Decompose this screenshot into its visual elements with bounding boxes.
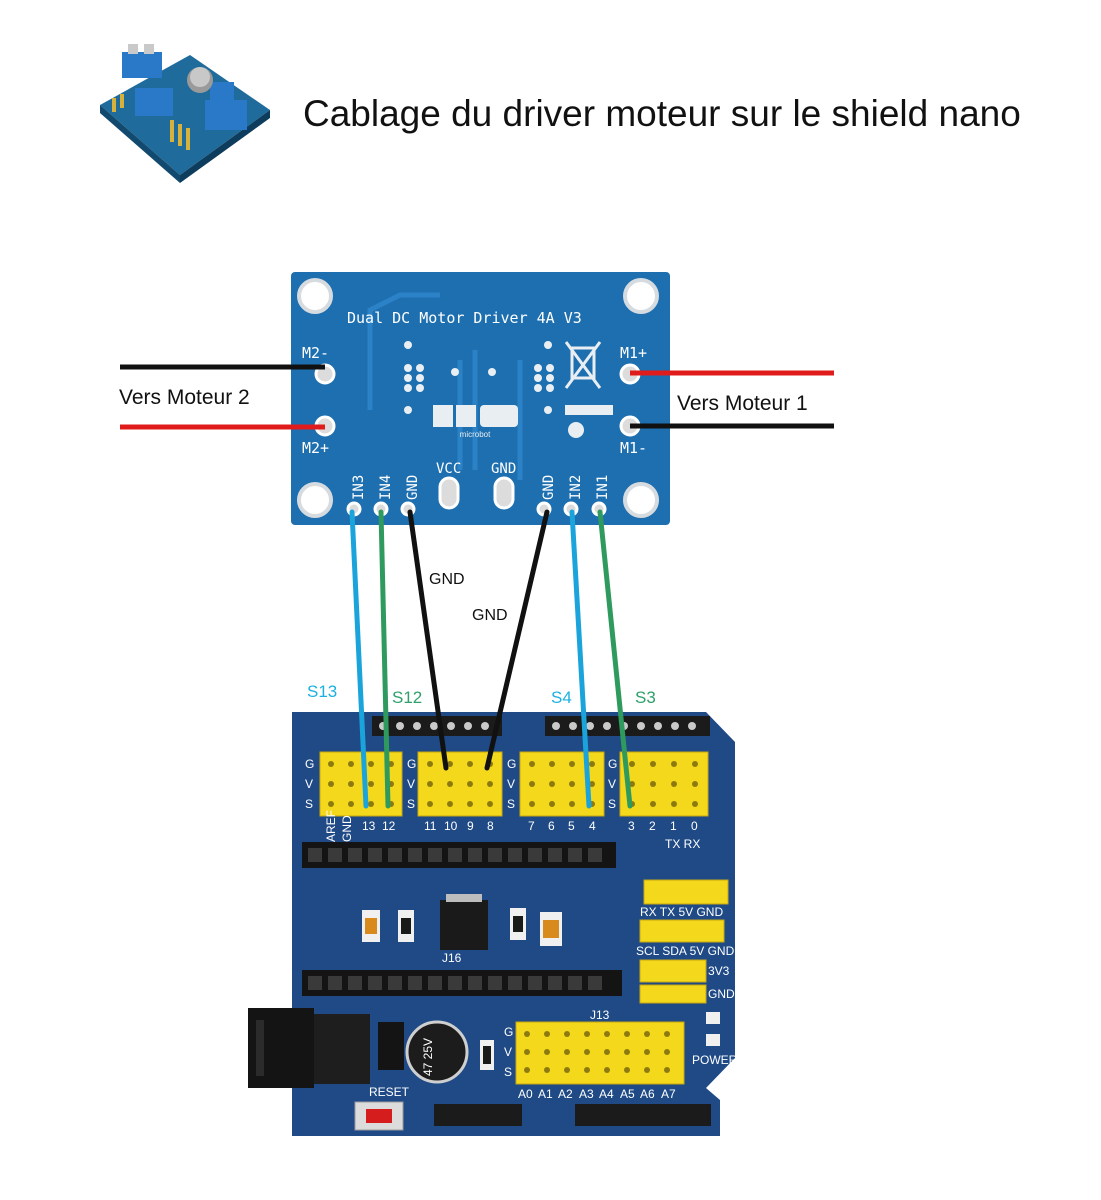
gvs-v-far: V bbox=[608, 777, 616, 791]
pin-label-in2: IN2 bbox=[568, 475, 584, 500]
pin-10: 10 bbox=[444, 819, 458, 833]
dc-power-jack bbox=[248, 1008, 370, 1088]
pin-0: 0 bbox=[691, 819, 698, 833]
pin-label-m2-minus: M2- bbox=[302, 344, 329, 362]
pin-label-gnd-left: GND bbox=[405, 475, 421, 500]
label-gnd-2: GND bbox=[472, 607, 508, 624]
pin-a6: A6 bbox=[640, 1087, 655, 1101]
pin-12: 12 bbox=[382, 819, 396, 833]
gvs-s-left: S bbox=[305, 797, 313, 811]
wire-in2-s4 bbox=[569, 509, 592, 809]
pin-a1: A1 bbox=[538, 1087, 553, 1101]
pin-1: 1 bbox=[670, 819, 677, 833]
gvs-s-right: S bbox=[507, 797, 515, 811]
nano-shield-board: G V S G V S G V S G V S AREF GND 13 12 1… bbox=[248, 712, 738, 1136]
pin-13: 13 bbox=[362, 819, 376, 833]
power-label: POWER bbox=[692, 1053, 738, 1067]
pin-label-in1: IN1 bbox=[595, 475, 611, 500]
reset-label: RESET bbox=[369, 1085, 410, 1099]
pin-3: 3 bbox=[628, 819, 635, 833]
gvs-g-right: G bbox=[507, 757, 516, 771]
wire-in3-s13 bbox=[349, 509, 369, 809]
wire-gnd-left bbox=[407, 509, 449, 771]
label-vers-moteur-1: Vers Moteur 1 bbox=[677, 392, 808, 415]
gvs-g-bottom: G bbox=[504, 1025, 513, 1039]
pin-label-gnd-right: GND bbox=[541, 475, 557, 500]
pin-a5: A5 bbox=[620, 1087, 635, 1101]
pin-8: 8 bbox=[487, 819, 494, 833]
gvs-g-mid: G bbox=[407, 757, 416, 771]
page-title: Cablage du driver moteur sur le shield n… bbox=[303, 93, 1021, 134]
pin-label-m1-plus: M1+ bbox=[620, 344, 647, 362]
gvs-s-far: S bbox=[608, 797, 616, 811]
label-s4: S4 bbox=[551, 688, 572, 707]
pin-a7: A7 bbox=[661, 1087, 676, 1101]
pin-11: 11 bbox=[424, 819, 437, 833]
j12-label: GND bbox=[708, 987, 735, 1001]
gvs-s-bottom: S bbox=[504, 1065, 512, 1079]
label-s3: S3 bbox=[635, 688, 656, 707]
svg-text:microbot: microbot bbox=[460, 430, 491, 439]
pin-label-vcc: VCC bbox=[436, 461, 461, 477]
tx-rx-label: TX RX bbox=[665, 837, 700, 851]
pin-a2: A2 bbox=[558, 1087, 573, 1101]
capacitor bbox=[405, 1020, 469, 1084]
signal-wires bbox=[349, 509, 633, 809]
label-gnd-1: GND bbox=[429, 571, 465, 588]
label-s12: S12 bbox=[392, 688, 422, 707]
wire-in4-s12 bbox=[378, 509, 391, 809]
gvs-v-mid: V bbox=[407, 777, 415, 791]
capacitor-label: 47 25V bbox=[421, 1038, 435, 1076]
j11-label: 3V3 bbox=[708, 964, 730, 978]
label-s13: S13 bbox=[307, 682, 337, 701]
gvs-v-bottom: V bbox=[504, 1045, 512, 1059]
pin-5: 5 bbox=[568, 819, 575, 833]
motor-driver-thumbnail-icon bbox=[100, 44, 270, 183]
gvs-v-left: V bbox=[305, 777, 313, 791]
gvs-s-mid: S bbox=[407, 797, 415, 811]
label-vers-moteur-2: Vers Moteur 2 bbox=[119, 386, 250, 409]
driver-board-name: Dual DC Motor Driver 4A V3 bbox=[347, 309, 582, 327]
pin-aref: AREF bbox=[324, 810, 338, 842]
motor-wires bbox=[120, 364, 834, 430]
pin-a0: A0 bbox=[518, 1087, 533, 1101]
pin-9: 9 bbox=[467, 819, 474, 833]
motor-driver-board: microbot Dual DC Motor Driver 4A V3 M2- … bbox=[291, 272, 670, 525]
j16-label: J16 bbox=[442, 951, 462, 965]
pin-a4: A4 bbox=[599, 1087, 614, 1101]
pin-6: 6 bbox=[548, 819, 555, 833]
pin-4: 4 bbox=[589, 819, 596, 833]
pin-a3: A3 bbox=[579, 1087, 594, 1101]
pin-label-in3: IN3 bbox=[351, 475, 367, 500]
pin-label-in4: IN4 bbox=[378, 475, 394, 500]
pin-label-gnd-mid: GND bbox=[491, 461, 516, 477]
weee-bin-icon bbox=[564, 341, 602, 389]
j9-label: RX TX 5V GND bbox=[640, 905, 723, 919]
gvs-g-left: G bbox=[305, 757, 314, 771]
microbot-logo: microbot bbox=[433, 405, 518, 439]
gvs-g-far: G bbox=[608, 757, 617, 771]
pin-label-m1-minus: M1- bbox=[620, 439, 647, 457]
j13-label: J13 bbox=[590, 1008, 610, 1022]
wire-in1-s3 bbox=[597, 509, 633, 809]
wire-gnd-right bbox=[484, 509, 550, 771]
gvs-v-right: V bbox=[507, 777, 515, 791]
pin-2: 2 bbox=[649, 819, 656, 833]
j10-label: SCL SDA 5V GND bbox=[636, 944, 735, 958]
pin-7: 7 bbox=[528, 819, 535, 833]
pin-label-m2-plus: M2+ bbox=[302, 439, 329, 457]
pin-gnd: GND bbox=[340, 815, 354, 842]
